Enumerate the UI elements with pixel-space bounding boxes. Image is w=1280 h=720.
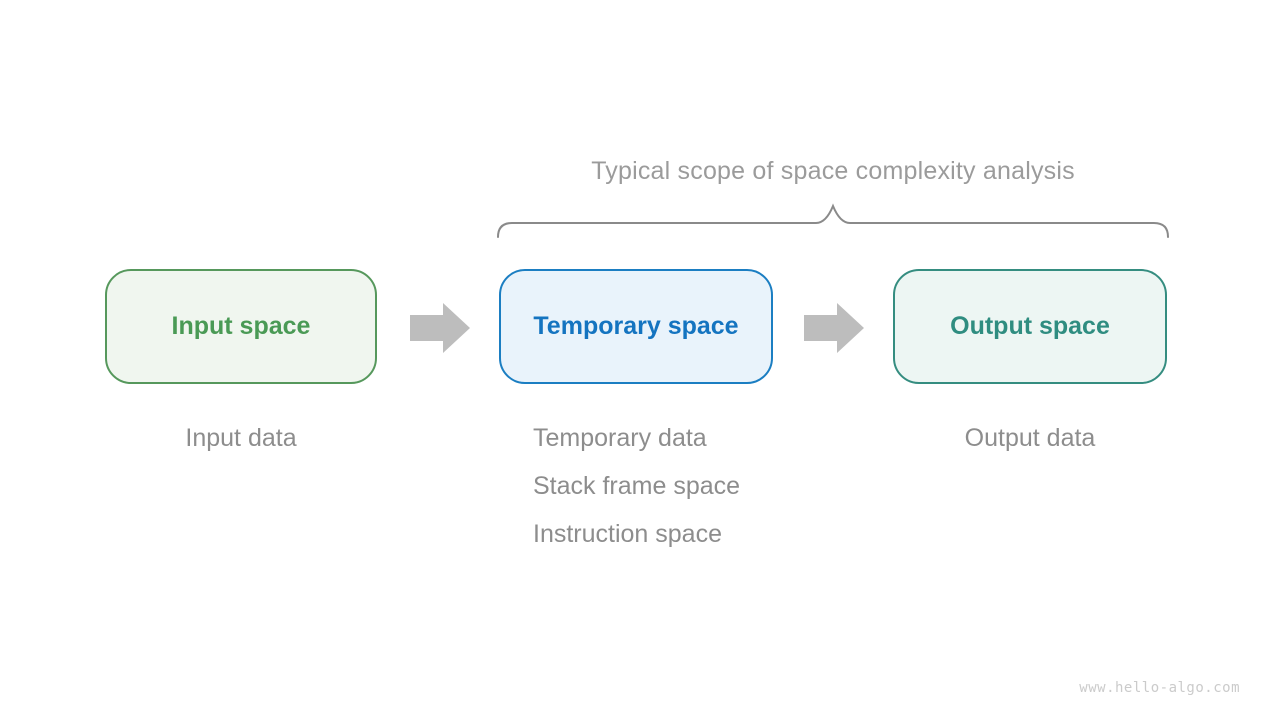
arrow-right-icon xyxy=(804,303,864,353)
input-data-note: Input data xyxy=(105,414,377,462)
temporary-space-notes: Temporary data Stack frame space Instruc… xyxy=(533,414,740,558)
input-space-label: Input space xyxy=(171,312,311,340)
output-space-label: Output space xyxy=(950,312,1110,340)
note-line: Output data xyxy=(964,424,1096,452)
output-data-note: Output data xyxy=(893,414,1167,462)
note-line: Temporary data xyxy=(533,424,707,452)
note-line: Instruction space xyxy=(533,520,722,548)
curly-brace-shape xyxy=(497,203,1169,238)
input-space-box: Input space xyxy=(105,269,377,384)
temporary-space-box: Temporary space xyxy=(499,269,773,384)
note-line: Stack frame space xyxy=(533,472,741,500)
watermark: www.hello-algo.com xyxy=(1079,680,1240,696)
brace-title: Typical scope of space complexity analys… xyxy=(591,157,1075,185)
temporary-space-label: Temporary space xyxy=(533,312,739,340)
note-line: Input data xyxy=(185,424,297,452)
arrow-right-icon xyxy=(410,303,470,353)
output-space-box: Output space xyxy=(893,269,1167,384)
